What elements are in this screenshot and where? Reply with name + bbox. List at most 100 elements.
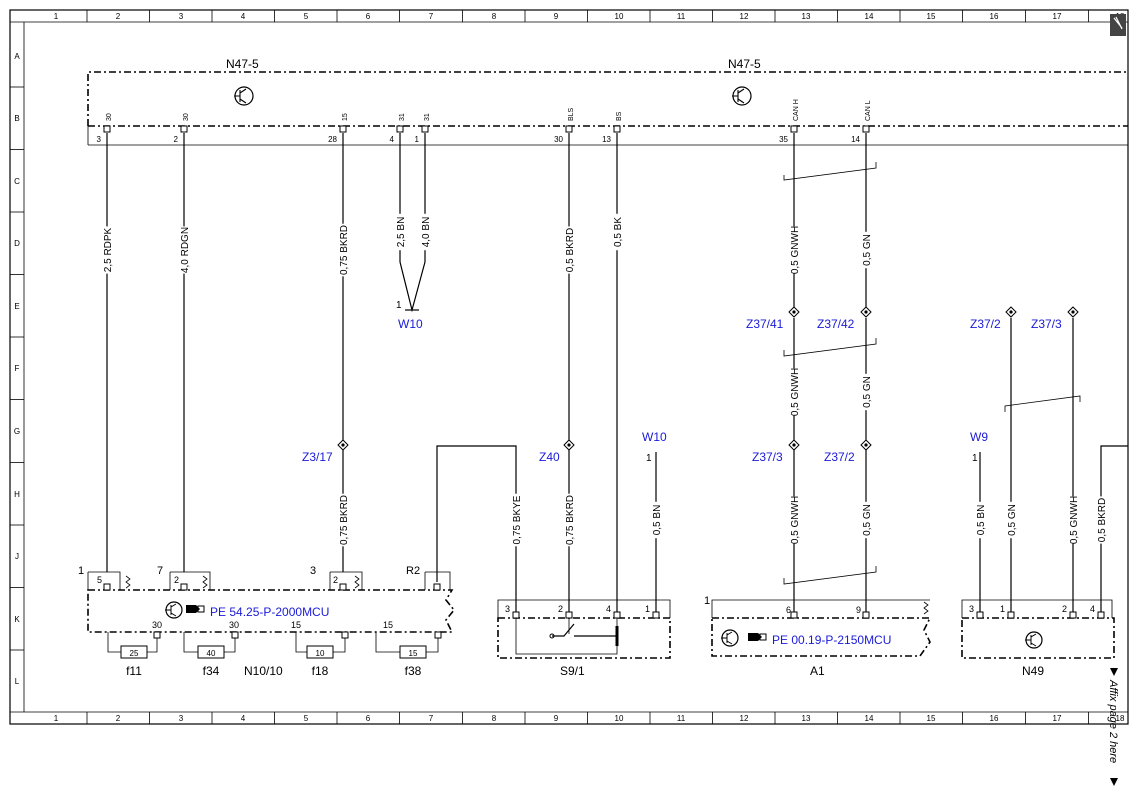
column-label: 6	[366, 714, 371, 723]
splice-diamond	[1067, 306, 1079, 318]
n47-pin: 311	[415, 113, 431, 144]
ground-w10-mid-pin: 1	[646, 453, 652, 464]
splice-z37-2b: Z37/2	[824, 450, 855, 464]
fuse-rating: 15	[409, 649, 418, 658]
wire-label: 0,5 BN	[976, 505, 987, 536]
ground-w10-pin: 1	[396, 300, 402, 311]
n10-side-1: 1	[78, 565, 84, 577]
transistor-icon	[732, 86, 752, 106]
wire-label: 0,75 BKRD	[339, 495, 350, 545]
s9-1-label: S9/1	[560, 664, 585, 678]
splice-z37-3b: Z37/3	[752, 450, 783, 464]
wire-label: 0,5 BK	[613, 217, 624, 247]
wire-label: 2,5 RDPK	[103, 227, 114, 272]
column-label: 5	[304, 714, 309, 723]
n10-10-label: N10/10	[244, 664, 283, 678]
column-label: 10	[615, 12, 624, 21]
affix-note-text: Affix page 2 here	[1107, 679, 1119, 763]
row-label: A	[14, 52, 20, 61]
row-label: D	[14, 239, 20, 248]
n47-pin-number: 30	[554, 135, 563, 144]
splice-diamond	[860, 306, 872, 318]
row-label: K	[14, 615, 20, 624]
n47-pin-label: 30	[183, 113, 190, 121]
n10-pin-2: 2	[174, 575, 179, 585]
column-label: 5	[304, 12, 309, 21]
n49-pin-number: 3	[969, 604, 974, 614]
n47-pin-number: 13	[602, 135, 611, 144]
column-label: 18	[1116, 714, 1125, 723]
splice-z37-2: Z37/2	[970, 317, 1001, 331]
column-label: 15	[927, 714, 936, 723]
wire-label: 0,5 GNWH	[790, 368, 801, 416]
ground-w10: W10	[398, 317, 423, 331]
a1-module: 1 6 9 PE 00.19-P-2150MCU A1	[704, 595, 932, 678]
n47-right-label: N47-5	[728, 57, 761, 71]
ground-w10-mid: W10	[642, 430, 667, 444]
column-label: 10	[615, 714, 624, 723]
reference-pe-n10[interactable]: PE 54.25-P-2000MCU	[210, 605, 329, 619]
wire-label: 0,75 BKRD	[339, 225, 350, 275]
diagram-frame	[9, 9, 1129, 725]
row-label: B	[14, 114, 19, 123]
column-label: 6	[366, 12, 371, 21]
splice-diamond	[337, 439, 349, 451]
n10-10-module: 5 2 2 R2 1 7 3 PE 54.25-P-2000MCU N10/10…	[78, 565, 456, 678]
wire-label: 0,5 BN	[652, 505, 663, 536]
fuse-label: f11	[126, 664, 142, 678]
wires	[106, 133, 1128, 612]
splice-z40: Z40	[539, 450, 560, 464]
splice-diamond	[788, 306, 800, 318]
row-label: G	[14, 427, 20, 436]
reference-hand-icon	[186, 605, 205, 613]
fuse-label: f34	[203, 664, 220, 678]
a1-pin	[790, 611, 798, 619]
column-label: 14	[865, 12, 874, 21]
wire-label: 0,5 GN	[862, 376, 873, 408]
transistor-icon	[721, 629, 739, 647]
s9-pin-number: 3	[505, 604, 510, 614]
n47-pin-label: CAN L	[865, 100, 872, 121]
row-label: E	[14, 302, 19, 311]
reference-hand-icon	[748, 633, 767, 641]
transistor-icon	[234, 86, 254, 106]
n47-left-label: N47-5	[226, 57, 259, 71]
column-label: 16	[990, 714, 999, 723]
splice-diamond	[860, 439, 872, 451]
row-label: H	[14, 490, 20, 499]
n47-pin: 314	[390, 113, 406, 144]
n10-pin-15a: 15	[291, 620, 301, 630]
wire-label: 4,0 BN	[421, 217, 432, 248]
a1-label: A1	[810, 664, 825, 678]
column-label: 1	[54, 714, 59, 723]
column-label: 12	[740, 12, 749, 21]
column-label: 3	[179, 12, 184, 21]
n10-pin-2b: 2	[333, 575, 338, 585]
page-corner-icon	[1110, 14, 1126, 36]
column-label: 17	[1053, 714, 1062, 723]
n49-pin-number: 4	[1090, 604, 1095, 614]
column-label: 3	[179, 714, 184, 723]
splice-diamond	[788, 439, 800, 451]
column-label: 8	[492, 714, 497, 723]
wire-label: 0,5 GNWH	[790, 226, 801, 274]
column-label: 9	[554, 714, 559, 723]
row-label: F	[15, 364, 20, 373]
wire-label: 0,75 BKRD	[565, 495, 576, 545]
splice-z3-17: Z3/17	[302, 450, 333, 464]
n47-pin-label: 30	[106, 113, 113, 121]
wire-label: 0,5 GN	[862, 234, 873, 266]
n10-pin-30a: 30	[152, 620, 162, 630]
splice-z37-42: Z37/42	[817, 317, 855, 331]
n10-side-7: 7	[157, 565, 163, 577]
reference-pe-a1[interactable]: PE 00.19-P-2150MCU	[772, 633, 891, 647]
